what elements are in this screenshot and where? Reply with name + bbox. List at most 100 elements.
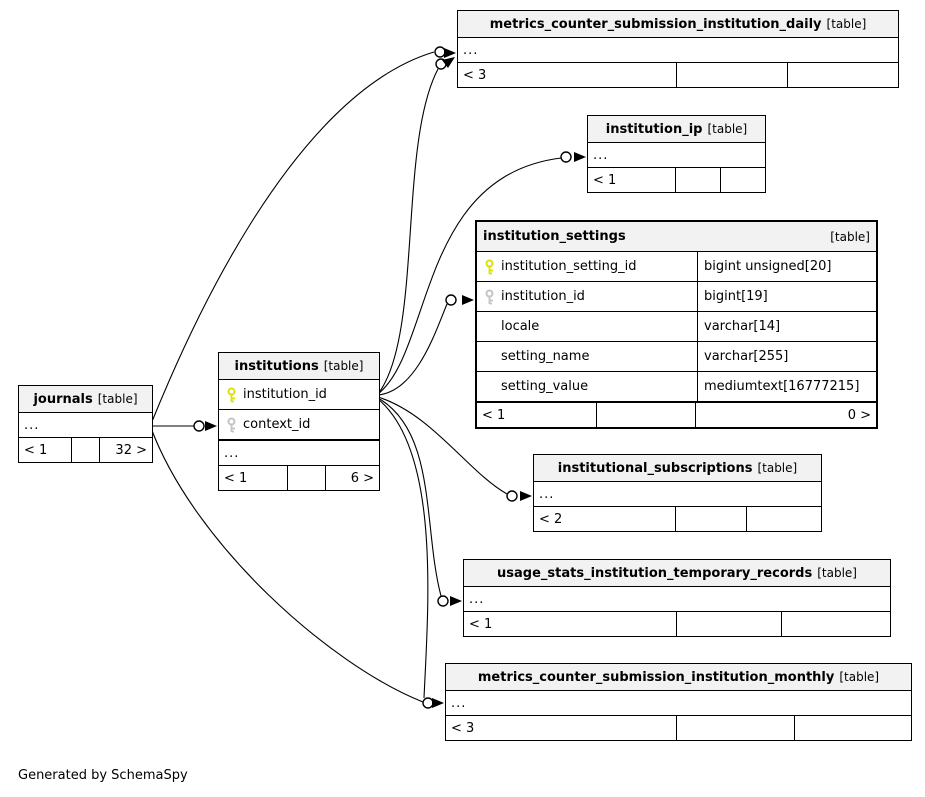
degree-cell: < 1 <box>219 466 288 490</box>
column-name: setting_name <box>501 349 590 364</box>
table-header[interactable]: institution_ip [table] <box>588 116 765 143</box>
column-name: institution_setting_id <box>501 259 637 274</box>
table-type-label: [table] <box>839 670 880 684</box>
degree-cell: < 2 <box>534 507 676 531</box>
table-header[interactable]: institutional_subscriptions [table] <box>534 455 821 482</box>
columns-ellipsis: ... <box>539 486 555 502</box>
table-type-label: [table] <box>707 122 748 136</box>
relationship-journals-metrics-daily <box>150 51 435 425</box>
table-header[interactable]: journals [table] <box>19 386 152 413</box>
degree-cell: < 1 <box>19 438 72 462</box>
column-row: institution_id <box>219 380 379 410</box>
degree-cell <box>677 612 782 636</box>
columns-ellipsis: ... <box>463 42 479 58</box>
table-type-label: [table] <box>323 359 364 373</box>
foreign-key-icon <box>219 410 243 439</box>
relationship-institutions-usage-stats <box>377 397 442 597</box>
column-name: institution_id <box>501 289 585 304</box>
primary-key-icon <box>477 259 501 275</box>
column-row: institution_setting_id bigint unsigned[2… <box>477 252 876 282</box>
table-footer: < 1 6 > <box>219 465 379 490</box>
table-node-institutions: institutions [table] institution_id cont… <box>218 352 380 491</box>
column-type: mediumtext[16777215] <box>697 372 876 401</box>
relationship-institutions-institution-ip <box>377 157 562 395</box>
table-node-metrics-counter-submission-institution-daily: metrics_counter_submission_institution_d… <box>457 10 899 88</box>
degree-cell <box>721 168 765 192</box>
zero-one-connector <box>422 697 434 709</box>
table-node-journals: journals [table] ... < 1 32 > <box>18 385 153 463</box>
table-name: institution_ip <box>605 121 703 137</box>
column-row: setting_value mediumtext[16777215] <box>477 372 876 402</box>
zero-one-connector <box>434 46 446 58</box>
table-type-label: [table] <box>97 392 138 406</box>
column-name: setting_value <box>501 379 589 394</box>
degree-cell: 0 > <box>847 407 871 423</box>
column-row: context_id <box>219 410 379 440</box>
degree-cell: < 3 <box>458 63 677 87</box>
table-name: usage_stats_institution_temporary_record… <box>497 565 813 581</box>
arrowhead <box>520 491 532 501</box>
zero-one-connector <box>506 490 518 502</box>
table-node-institution-settings: institution_settings [table] institution… <box>475 220 878 429</box>
table-footer: < 1 <box>464 611 890 636</box>
table-node-institutional-subscriptions: institutional_subscriptions [table] ... … <box>533 454 822 532</box>
relationship-institutions-metrics-monthly <box>377 398 429 699</box>
generator-credit: Generated by SchemaSpy <box>18 768 188 783</box>
table-footer: < 1 0 > <box>477 402 876 427</box>
degree-cell: 6 > <box>350 470 374 486</box>
column-row: locale varchar[14] <box>477 312 876 342</box>
table-name: institutions <box>234 358 319 374</box>
columns-ellipsis: ... <box>593 147 609 163</box>
table-node-institution-ip: institution_ip [table] ... < 1 <box>587 115 766 193</box>
table-name: journals <box>33 391 93 407</box>
arrowhead <box>450 596 462 606</box>
table-name: metrics_counter_submission_institution_m… <box>477 669 835 685</box>
degree-cell: < 3 <box>446 716 677 740</box>
column-type: varchar[14] <box>697 312 876 341</box>
columns-ellipsis: ... <box>219 440 379 465</box>
table-node-metrics-counter-submission-institution-monthly: metrics_counter_submission_institution_m… <box>445 663 912 741</box>
column-name: context_id <box>243 417 311 432</box>
table-header[interactable]: metrics_counter_submission_institution_d… <box>458 11 898 38</box>
table-header[interactable]: metrics_counter_submission_institution_m… <box>446 664 911 691</box>
relationship-journals-metrics-monthly <box>150 427 424 703</box>
relationship-institutions-institution-settings <box>377 303 448 396</box>
arrowhead <box>462 295 474 305</box>
degree-cell <box>676 168 721 192</box>
columns-ellipsis: ... <box>451 695 467 711</box>
degree-cell <box>782 612 890 636</box>
column-type: varchar[255] <box>697 342 876 371</box>
degree-cell: < 1 <box>477 403 597 427</box>
zero-one-connector <box>193 420 205 432</box>
arrowhead <box>444 48 456 58</box>
relationship-institutions-institutional-subscriptions <box>377 396 508 495</box>
degree-cell <box>677 716 795 740</box>
column-row: institution_id bigint[19] <box>477 282 876 312</box>
columns-ellipsis: ... <box>24 417 40 433</box>
degree-cell <box>788 63 898 87</box>
zero-one-connector <box>437 595 449 607</box>
column-type: bigint[19] <box>697 282 876 311</box>
zero-one-connector <box>560 151 572 163</box>
primary-key-icon <box>219 380 243 409</box>
column-name: locale <box>501 319 540 334</box>
zero-one-connector <box>445 294 457 306</box>
column-row: setting_name varchar[255] <box>477 342 876 372</box>
degree-cell <box>288 466 326 490</box>
degree-cell <box>72 438 100 462</box>
table-header[interactable]: usage_stats_institution_temporary_record… <box>464 560 890 587</box>
table-header[interactable]: institution_settings [table] <box>477 222 876 252</box>
table-type-label: [table] <box>826 17 867 31</box>
arrowhead <box>432 698 444 708</box>
table-footer: < 1 32 > <box>19 437 152 462</box>
table-footer: < 3 <box>446 715 911 740</box>
table-header[interactable]: institutions [table] <box>219 353 379 380</box>
table-footer: < 1 <box>588 167 765 192</box>
degree-cell <box>795 716 911 740</box>
table-footer: < 2 <box>534 506 821 531</box>
degree-cell: < 1 <box>588 168 676 192</box>
table-name: institution_settings <box>483 229 626 244</box>
arrowhead <box>205 421 217 431</box>
